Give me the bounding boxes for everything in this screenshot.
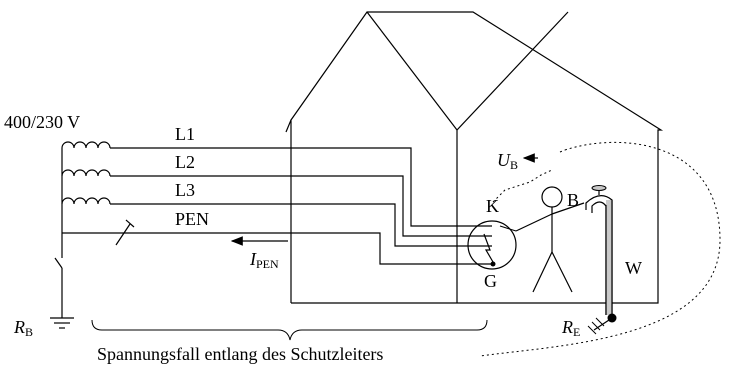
caption-label: Spannungsfall entlang des Schutzleiters [97,344,383,364]
pen-conductor [62,232,492,265]
ipen-label: IPEN [249,249,279,271]
ub-label: UB [497,150,518,172]
ub-dotted-path [479,141,721,357]
w-label: W [625,258,642,278]
person-figure [499,186,585,293]
water-tap-pipe [585,185,617,323]
l1-conductor [110,147,492,227]
k-label: K [486,196,499,216]
rb-label: RB [13,317,33,339]
l3-conductor [110,203,492,247]
transformer-coils [61,141,111,233]
house-outline [285,11,664,304]
device-fault-symbol [467,220,517,270]
pen-interruption-symbol [115,219,135,246]
g-label: G [484,271,497,291]
conductors [62,147,492,265]
l3-label: L3 [175,180,195,200]
ground-re [587,317,613,335]
voltage-label: 400/230 V [4,112,80,132]
l1-label: L1 [175,124,195,144]
l2-label: L2 [175,152,195,172]
ground-rb [50,233,74,329]
b-label: B [567,190,579,210]
l2-conductor [110,175,492,237]
re-label: RE [561,317,580,339]
caption-brace [91,319,488,341]
pen-label: PEN [175,209,209,229]
